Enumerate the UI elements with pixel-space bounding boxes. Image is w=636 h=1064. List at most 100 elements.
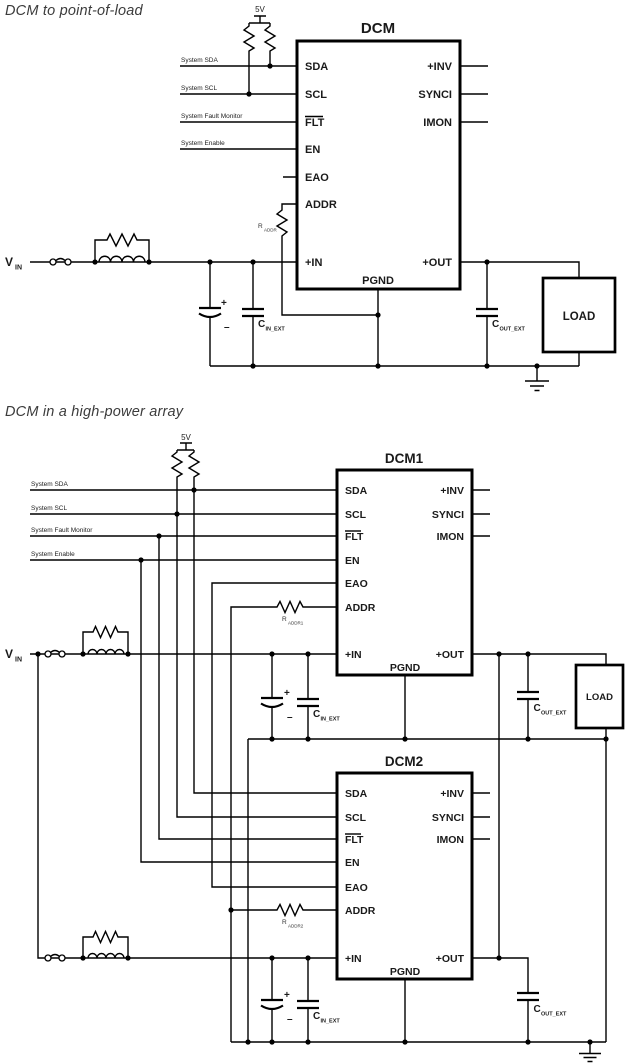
vin-sub: IN <box>15 265 22 272</box>
eao-bus <box>211 582 337 888</box>
junction-dots <box>92 63 540 369</box>
fuse-terminal <box>58 954 66 962</box>
dcm1-pin-plus-in: +IN <box>345 649 362 661</box>
vin2-sub: IN <box>15 657 22 664</box>
pin-addr: ADDR <box>305 199 337 211</box>
signal-label-sda: System SDA <box>181 57 219 64</box>
addr1-resistor-network: R ADDR1 <box>230 599 337 1042</box>
inductor-1 <box>87 648 125 655</box>
load-label-2: LOAD <box>586 692 613 703</box>
dcm2-pin-scl: SCL <box>345 812 367 824</box>
dcm1-pin-eao: EAO <box>345 578 368 590</box>
dcm1-pin-scl: SCL <box>345 509 367 521</box>
signal-label-fault: System Fault Monitor <box>181 113 243 120</box>
fuse-element <box>55 257 66 262</box>
dcm2-pin-imon: IMON <box>437 834 464 846</box>
dcm-pin-labels: SDA SCL FLT EN EAO ADDR +IN +INV SYNCI I… <box>305 61 453 287</box>
pin-plus-out: +OUT <box>422 257 452 269</box>
dcm2-pin-flt: FLT <box>345 834 364 846</box>
pin-imon: IMON <box>423 117 452 129</box>
cin-ext2-sub: IN_EXT <box>321 1019 341 1025</box>
r-addr2-sub: ADDR2 <box>288 924 304 929</box>
ground-symbol <box>525 366 549 392</box>
cap1-minus: – <box>287 712 293 723</box>
inductor-2 <box>87 952 125 959</box>
right-pin-stubs <box>460 65 488 123</box>
dcm2-pin-labels: SDA SCL FLT EN EAO ADDR +IN +INV SYNCI I… <box>345 788 465 978</box>
polarized-plate <box>260 1004 284 1011</box>
cout-ext2-label: C <box>534 1004 541 1015</box>
cin-ext-label: C <box>258 319 265 330</box>
cap1-plus: + <box>284 688 290 699</box>
pin-plus-in: +IN <box>305 257 322 269</box>
pullup-supply: 5V <box>242 5 277 94</box>
damping-resistor <box>94 232 150 262</box>
pin-en: EN <box>305 144 320 156</box>
cout-ext1-sub: OUT_EXT <box>541 711 567 717</box>
pin-sda: SDA <box>305 61 328 73</box>
pin-synci: SYNCI <box>418 89 452 101</box>
signal2-label-sda: System SDA <box>31 481 69 488</box>
cin-ext-sub: IN_EXT <box>266 327 286 333</box>
dcm1-pin-plus-out: +OUT <box>436 649 465 661</box>
dcm2-pin-addr: ADDR <box>345 905 376 917</box>
damping-resistor-1 <box>82 624 129 654</box>
dcm1-input-capacitors: + – C IN_EXT <box>260 654 340 739</box>
dcm1-block <box>335 468 474 677</box>
system-signal-wires-2: System SDA System SCL System Fault Monit… <box>30 481 337 863</box>
fuse-element <box>50 953 60 958</box>
signal2-label-enable: System Enable <box>31 551 75 558</box>
pin-flt: FLT <box>305 117 325 129</box>
vin-label: V <box>5 255 13 269</box>
cap-plus: + <box>221 298 227 309</box>
polarized-plate <box>198 312 222 319</box>
section-point-of-load: DCM to point-of-load 5V System SDA Syste… <box>5 3 617 392</box>
dcm1-title: DCM1 <box>385 451 424 466</box>
vin2-label: V <box>5 647 13 661</box>
dcm2-pin-plus-out: +OUT <box>436 953 465 965</box>
damping-resistor-2 <box>82 929 129 958</box>
dcm2-pin-synci: SYNCI <box>432 812 464 824</box>
load-box <box>541 276 617 354</box>
signal-label-scl: System SCL <box>181 85 218 92</box>
dcm1-pin-pgnd: PGND <box>390 662 421 674</box>
dcm1-pin-synci: SYNCI <box>432 509 464 521</box>
ground-rail <box>210 289 579 367</box>
system-signal-wires: System SDA System SCL System Fault Monit… <box>180 57 297 178</box>
section1-title: DCM to point-of-load <box>5 3 144 19</box>
dcm-block <box>295 39 462 291</box>
addr2-resistor-network: R ADDR2 <box>231 902 337 929</box>
fuse-element <box>50 649 60 654</box>
cap2-minus: – <box>287 1014 293 1025</box>
input-path-2: V IN <box>5 624 337 962</box>
dcm2-pin-pgnd: PGND <box>390 966 421 978</box>
fuse-terminal <box>64 258 72 266</box>
dcm2-title: DCM2 <box>385 754 423 769</box>
load-box-2 <box>574 663 625 730</box>
dcm2-input-capacitors: + – C IN_EXT <box>260 958 341 1042</box>
cap-minus: – <box>224 322 230 333</box>
pin-eao: EAO <box>305 172 329 184</box>
signal2-label-fault: System Fault Monitor <box>31 527 93 534</box>
dcm1-pin-plus-inv: +INV <box>440 485 464 497</box>
cout-ext1-label: C <box>534 703 541 714</box>
signal2-label-scl: System SCL <box>31 505 68 512</box>
ground-symbol-2 <box>579 1042 601 1063</box>
fuse-terminal <box>44 650 52 658</box>
r-addr-sub: ADDR <box>264 228 278 233</box>
r-addr1-label: R <box>282 616 287 623</box>
fuse-terminal <box>44 954 52 962</box>
pin-pgnd: PGND <box>362 275 394 287</box>
dcm2-pin-plus-inv: +INV <box>440 788 464 800</box>
pin-plus-inv: +INV <box>427 61 452 73</box>
dcm1-pin-addr: ADDR <box>345 602 376 614</box>
section-high-power-array: DCM in a high-power array 5V System SDA … <box>5 404 625 1063</box>
dcm1-pin-flt: FLT <box>345 531 364 543</box>
dcm1-pin-imon: IMON <box>437 531 464 543</box>
dcm2-minus-rail <box>231 979 606 1043</box>
dcm1-right-pin-stubs <box>472 489 490 537</box>
dcm2-block <box>335 771 474 981</box>
fuse-terminal <box>49 258 57 266</box>
r-addr1-sub: ADDR1 <box>288 621 304 626</box>
